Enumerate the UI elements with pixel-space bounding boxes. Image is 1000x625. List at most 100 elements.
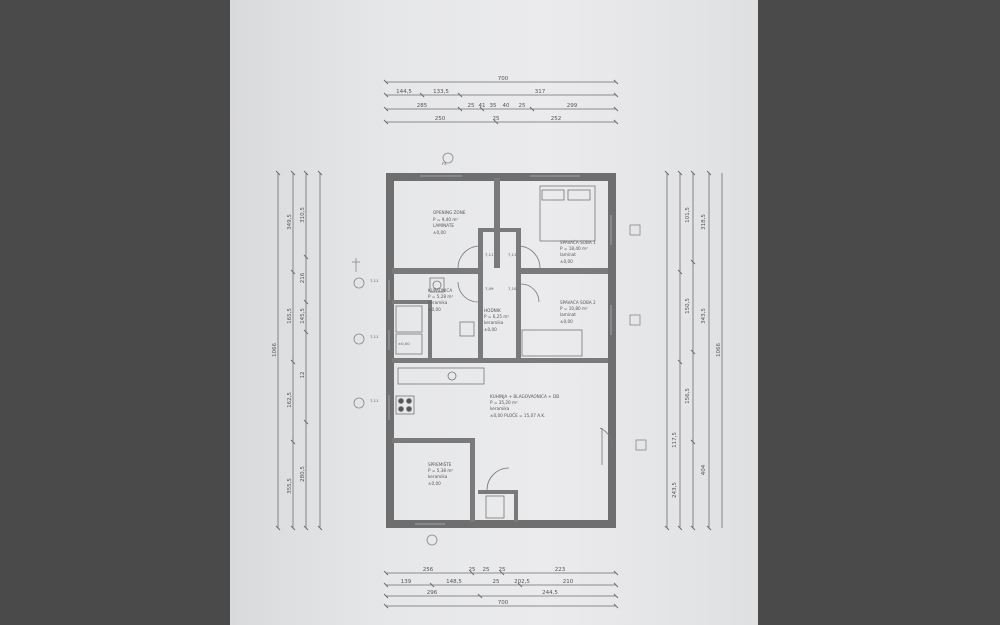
dim-left-total: 1066 xyxy=(272,343,278,357)
dim-right: 404 xyxy=(701,464,707,475)
room-level: ±0,00 xyxy=(560,319,573,324)
room-label-kitchen: KUHINJA + BLAGOVAONICA + DB P = 35,20 m²… xyxy=(490,394,559,418)
toilet xyxy=(429,277,445,293)
room-floor: keramika xyxy=(484,320,504,325)
kitchen-counter xyxy=(397,367,485,385)
room-label-hallway: HODNIK P = 6,25 m² keramika ±0,00 xyxy=(484,308,509,332)
dim-right: 117,5 xyxy=(672,432,678,448)
room-label-opening-zone: OPENING ZONE P = 9,40 m² LAMINATE ±0,00 xyxy=(433,210,466,235)
door-arc xyxy=(517,245,541,269)
door-arc xyxy=(520,283,540,303)
windows xyxy=(388,175,612,525)
dimension-ticks xyxy=(275,79,712,609)
room-area: P = 5,38 m² xyxy=(428,468,453,473)
dim-top: 252 xyxy=(551,116,562,122)
interior-walls xyxy=(392,178,608,522)
room-floor: laminat xyxy=(560,312,576,317)
bed-double xyxy=(539,185,596,242)
burner xyxy=(398,406,404,412)
small-label: 7,11 xyxy=(485,252,494,257)
wall-kitchen-top xyxy=(392,358,608,363)
dim-left: 162,5 xyxy=(287,392,293,408)
dim-bottom: 25 xyxy=(469,567,476,573)
room-name: HODNIK xyxy=(484,308,501,313)
dim-bottom: 25 xyxy=(493,579,500,585)
small-label: 7,11 xyxy=(370,398,379,403)
dim-right: 150,5 xyxy=(685,298,691,314)
dimension-lines xyxy=(277,81,723,607)
wall-bed1-opening xyxy=(494,178,500,268)
dim-top: 250 xyxy=(435,116,446,122)
outer-walls xyxy=(386,173,616,528)
wall-shower xyxy=(392,300,430,304)
pillow xyxy=(541,189,565,201)
small-labels: 7,11 7,11 7,11 7,11 7,11 F5 7,09 7,10 ±0… xyxy=(370,161,517,403)
wall-bottom xyxy=(386,520,616,528)
washer xyxy=(395,333,423,355)
small-label: 7,10 xyxy=(508,286,517,291)
wall-storage-right xyxy=(470,438,475,522)
dim-top: 40 xyxy=(503,103,510,109)
room-level: ±0,00 xyxy=(428,307,441,312)
dim-right: 318,5 xyxy=(701,214,707,230)
dim-bottom: 244,5 xyxy=(542,590,558,596)
dim-top: 35 xyxy=(490,103,497,109)
small-label: F5 xyxy=(442,161,447,166)
marker-box xyxy=(629,314,641,326)
dim-top: 144,5 xyxy=(396,89,412,95)
marker-circle xyxy=(353,397,365,409)
shower-tray xyxy=(395,305,423,333)
room-area: P = 5,28 m² xyxy=(428,294,453,299)
dim-bottom: 223 xyxy=(555,567,566,573)
room-name: SPREMIŠTE xyxy=(428,462,452,467)
marker-circle xyxy=(353,277,365,289)
dim-right-total: 1066 xyxy=(716,343,722,357)
burner xyxy=(406,406,412,412)
room-labels: OPENING ZONE P = 9,40 m² LAMINATE ±0,00 … xyxy=(428,210,596,486)
small-label: 7,11 xyxy=(508,252,517,257)
dim-bottom: 25 xyxy=(483,567,490,573)
dim-bottom: 148,5 xyxy=(446,579,462,585)
dim-top: 317 xyxy=(535,89,546,95)
room-label-bathroom: KUPAONICA P = 5,28 m² keramika ±0,00 xyxy=(428,288,453,312)
small-label: 7,11 xyxy=(370,278,379,283)
dim-top: 41 xyxy=(479,103,486,109)
dim-right: 243,5 xyxy=(672,482,678,498)
room-area: P = 18,40 m² xyxy=(560,246,588,251)
dim-right: 156,5 xyxy=(685,388,691,404)
marker-box xyxy=(629,224,641,236)
room-label-storage: SPREMIŠTE P = 5,38 m² keramika ±0,00 xyxy=(428,462,453,486)
marker-circle xyxy=(426,534,438,546)
left-dimension-texts: 1066 349,5 165,5 162,5 355,5 310,5 216 1… xyxy=(272,207,306,494)
door-arc xyxy=(486,467,510,491)
wall-storage-top xyxy=(392,438,472,443)
room-level: ±0,00 xyxy=(484,327,497,332)
room-level: ±0,00 PLOČE = 15,07 A.K. xyxy=(490,413,545,418)
room-floor: laminat xyxy=(560,252,576,257)
dim-bottom: 202,5 xyxy=(514,579,530,585)
room-level: ±0,00 xyxy=(560,259,573,264)
dim-top: 25 xyxy=(468,103,475,109)
dim-left: 280,5 xyxy=(300,466,306,482)
bottom-dimension-texts: 256 25 25 25 223 139 148,5 25 202,5 210 … xyxy=(401,567,574,606)
right-dimension-texts: 1066 318,5 343,5 404 101,5 150,5 156,5 1… xyxy=(672,207,722,498)
dim-left: 145,5 xyxy=(300,308,306,324)
pillow xyxy=(567,189,591,201)
dim-left: 165,5 xyxy=(287,308,293,324)
small-label: 7,09 xyxy=(485,286,494,291)
small-label: ±0,00 xyxy=(398,341,410,346)
door-arc xyxy=(457,281,479,303)
dim-top-total: 700 xyxy=(498,76,509,82)
dim-left: 310,5 xyxy=(300,207,306,223)
door-arc xyxy=(457,245,481,269)
room-level: ±0,00 xyxy=(433,230,446,235)
burner xyxy=(406,398,412,404)
dim-bottom-total: 700 xyxy=(498,600,509,606)
wall-left xyxy=(386,173,394,528)
dim-bottom: 296 xyxy=(427,590,438,596)
room-name: OPENING ZONE xyxy=(433,210,466,215)
wall-bed2-top xyxy=(518,268,608,274)
room-name: SPAVAĆA SOBA 2 xyxy=(560,300,596,305)
